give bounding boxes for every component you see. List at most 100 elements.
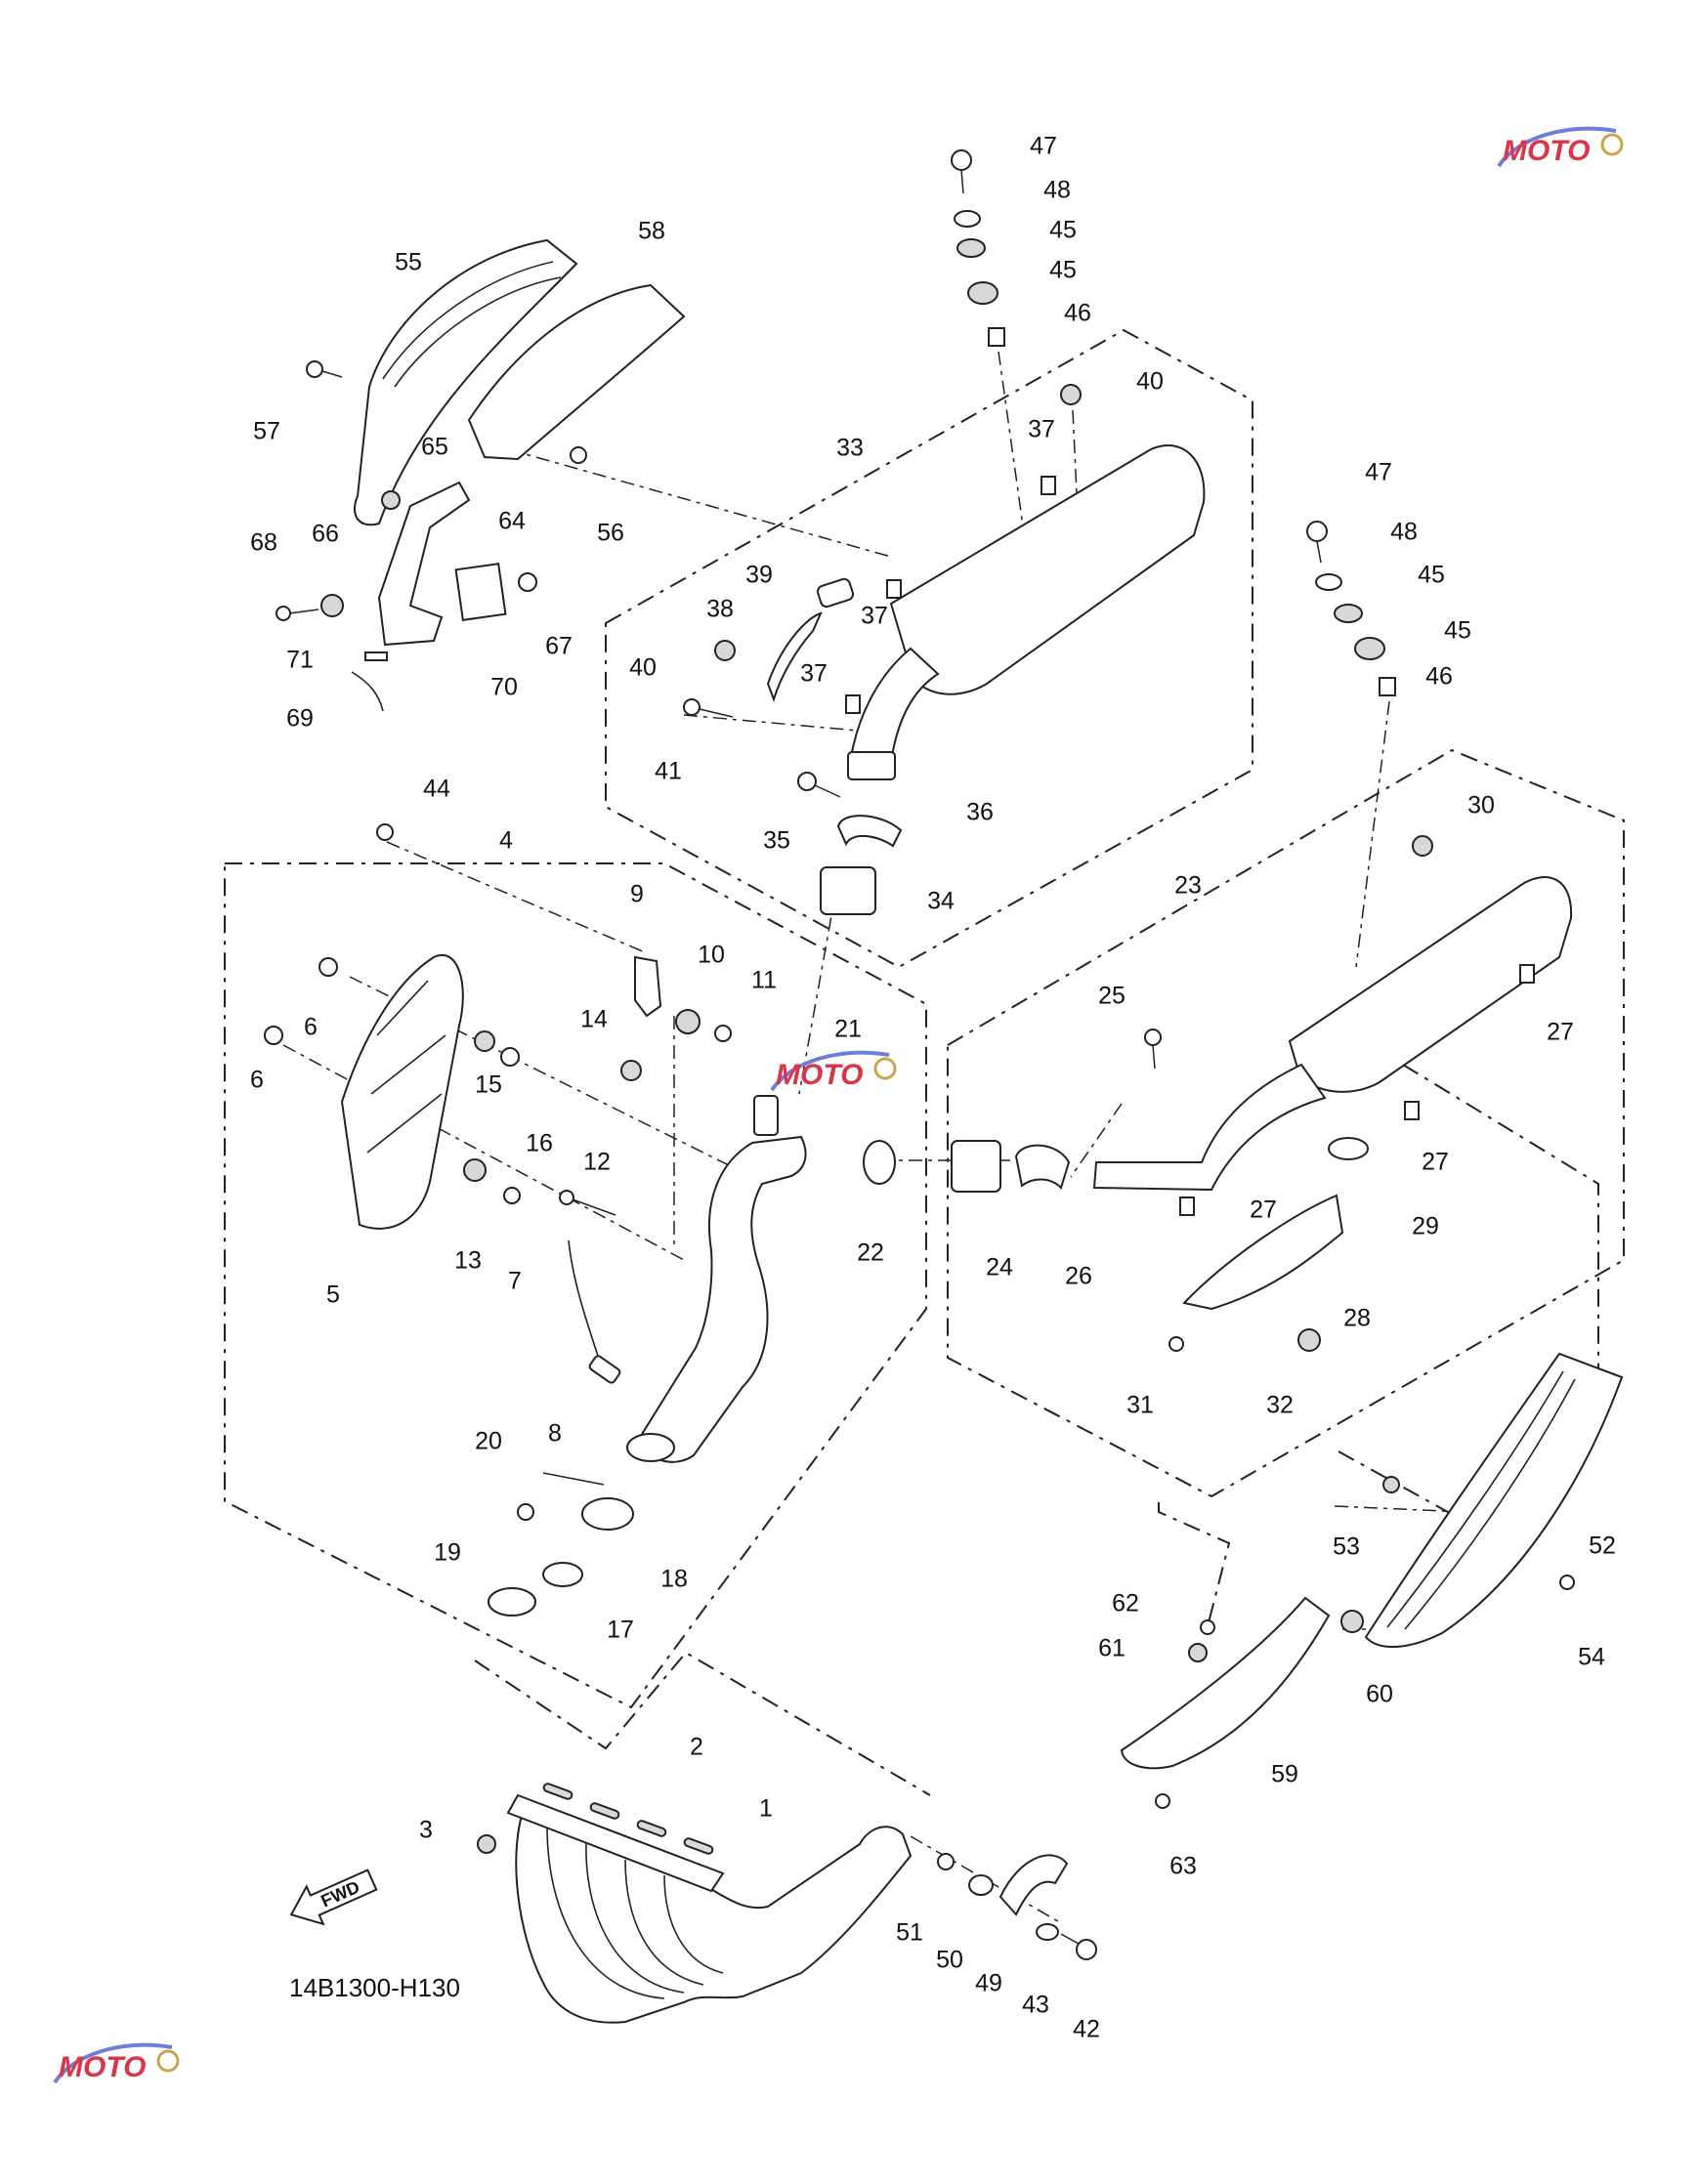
callout-57: 57 xyxy=(253,418,280,445)
collar-46a xyxy=(988,327,1005,347)
guide-59-boundary xyxy=(1158,1502,1231,1627)
callout-56: 56 xyxy=(597,520,624,547)
exhaust-pipe-4-inlet xyxy=(626,1433,675,1462)
callout-20: 20 xyxy=(475,1428,502,1455)
grommet-16 xyxy=(500,1047,520,1067)
grommet-50 xyxy=(968,1874,994,1896)
callout-49: 49 xyxy=(975,1970,1002,1997)
svg-text:MOTO: MOTO xyxy=(776,1059,863,1091)
bolt-63 xyxy=(1155,1793,1170,1809)
gasket-24 xyxy=(951,1140,1001,1193)
muffler-33-pipe xyxy=(850,647,940,764)
callout-27: 27 xyxy=(1547,1019,1574,1046)
callout-2: 2 xyxy=(690,1734,703,1761)
callout-17: 17 xyxy=(607,1617,634,1644)
callout-27: 27 xyxy=(1250,1197,1277,1224)
callout-54: 54 xyxy=(1578,1644,1605,1671)
nut-67 xyxy=(518,572,537,592)
bolt-31 xyxy=(1168,1336,1184,1352)
callout-32: 32 xyxy=(1266,1392,1294,1419)
callout-9: 9 xyxy=(630,881,644,908)
clamp-29 xyxy=(1328,1137,1369,1160)
callout-58: 58 xyxy=(638,218,665,245)
bolt-42 xyxy=(1076,1939,1097,1960)
heat-shield-52-ribs xyxy=(1386,1370,1576,1630)
callout-27: 27 xyxy=(1422,1149,1449,1176)
bolt-35 xyxy=(797,772,817,791)
bolt-35-shank xyxy=(814,784,841,798)
collar-62 xyxy=(1200,1619,1215,1635)
grommet-45d xyxy=(1354,637,1385,660)
callout-41: 41 xyxy=(655,758,682,785)
callout-13: 13 xyxy=(454,1247,482,1275)
washer-11 xyxy=(714,1025,732,1042)
exhaust-header-1 xyxy=(515,1807,913,2024)
callout-61: 61 xyxy=(1098,1635,1126,1662)
clip-37c xyxy=(845,694,861,714)
callout-26: 26 xyxy=(1065,1263,1092,1290)
callout-50: 50 xyxy=(936,1947,963,1974)
collar-46b xyxy=(1379,677,1396,696)
bracket-59 xyxy=(1120,1596,1331,1770)
callout-47: 47 xyxy=(1030,133,1057,160)
callout-39: 39 xyxy=(745,562,773,589)
bolt-25 xyxy=(1144,1029,1162,1046)
callout-51: 51 xyxy=(896,1919,923,1947)
callout-8: 8 xyxy=(548,1420,562,1448)
bolt-42-shank xyxy=(1060,1933,1080,1945)
callout-44: 44 xyxy=(423,776,450,803)
callout-1: 1 xyxy=(759,1795,773,1823)
callout-69: 69 xyxy=(286,705,314,733)
gasket-19 xyxy=(488,1587,536,1617)
collar-51 xyxy=(937,1853,955,1870)
callout-45: 45 xyxy=(1444,617,1471,645)
bolt-6b xyxy=(264,1026,283,1045)
callout-22: 22 xyxy=(857,1239,884,1267)
damper-40a xyxy=(1060,384,1082,405)
grommet-66 xyxy=(320,594,344,617)
clamp-18 xyxy=(581,1497,634,1531)
muffler-23-pipe xyxy=(1092,1063,1327,1192)
bolt-6a xyxy=(319,957,338,977)
bolt-12 xyxy=(559,1190,574,1205)
callout-40: 40 xyxy=(629,654,657,682)
watermark-logo-top: MOTO xyxy=(1497,126,1624,168)
grommet-45a xyxy=(956,238,986,258)
callout-68: 68 xyxy=(250,529,277,557)
guide-52-boundary xyxy=(1338,1450,1466,1523)
callout-11: 11 xyxy=(751,967,777,994)
callout-46: 46 xyxy=(1064,300,1091,327)
exhaust-header-1-tubes xyxy=(546,1826,724,1999)
grommet-45b xyxy=(967,281,998,305)
grommet-45c xyxy=(1334,604,1363,623)
callout-67: 67 xyxy=(545,633,573,660)
bolt-44 xyxy=(376,823,394,841)
clamp-26 xyxy=(1014,1144,1071,1190)
collar-7 xyxy=(503,1187,521,1204)
bolt-68 xyxy=(276,606,291,621)
callout-36: 36 xyxy=(966,799,994,826)
callout-29: 29 xyxy=(1412,1213,1439,1240)
callout-23: 23 xyxy=(1174,872,1202,900)
clip-27c xyxy=(1179,1197,1195,1216)
rubber-39 xyxy=(816,577,855,609)
clip-37b xyxy=(886,579,902,599)
screw-57 xyxy=(306,360,323,378)
bracket-28 xyxy=(1182,1194,1344,1311)
gasket-2b xyxy=(589,1802,620,1820)
washer-48a xyxy=(954,210,981,228)
callout-65: 65 xyxy=(421,434,448,461)
damper-40b xyxy=(714,640,736,661)
callout-28: 28 xyxy=(1343,1305,1371,1332)
muffler-33-outlet xyxy=(847,751,896,780)
clamp-36 xyxy=(836,815,903,848)
bolt-54 xyxy=(1559,1575,1575,1590)
callout-21: 21 xyxy=(834,1016,862,1043)
diagram-code: 14B1300-H130 xyxy=(289,1973,460,2002)
bolt-25-shank xyxy=(1152,1044,1156,1070)
bolt-41-shank xyxy=(699,708,734,718)
callout-60: 60 xyxy=(1366,1681,1393,1708)
washer-48b xyxy=(1315,573,1342,591)
bracket-70 xyxy=(454,563,507,621)
clip-69 xyxy=(351,671,384,712)
